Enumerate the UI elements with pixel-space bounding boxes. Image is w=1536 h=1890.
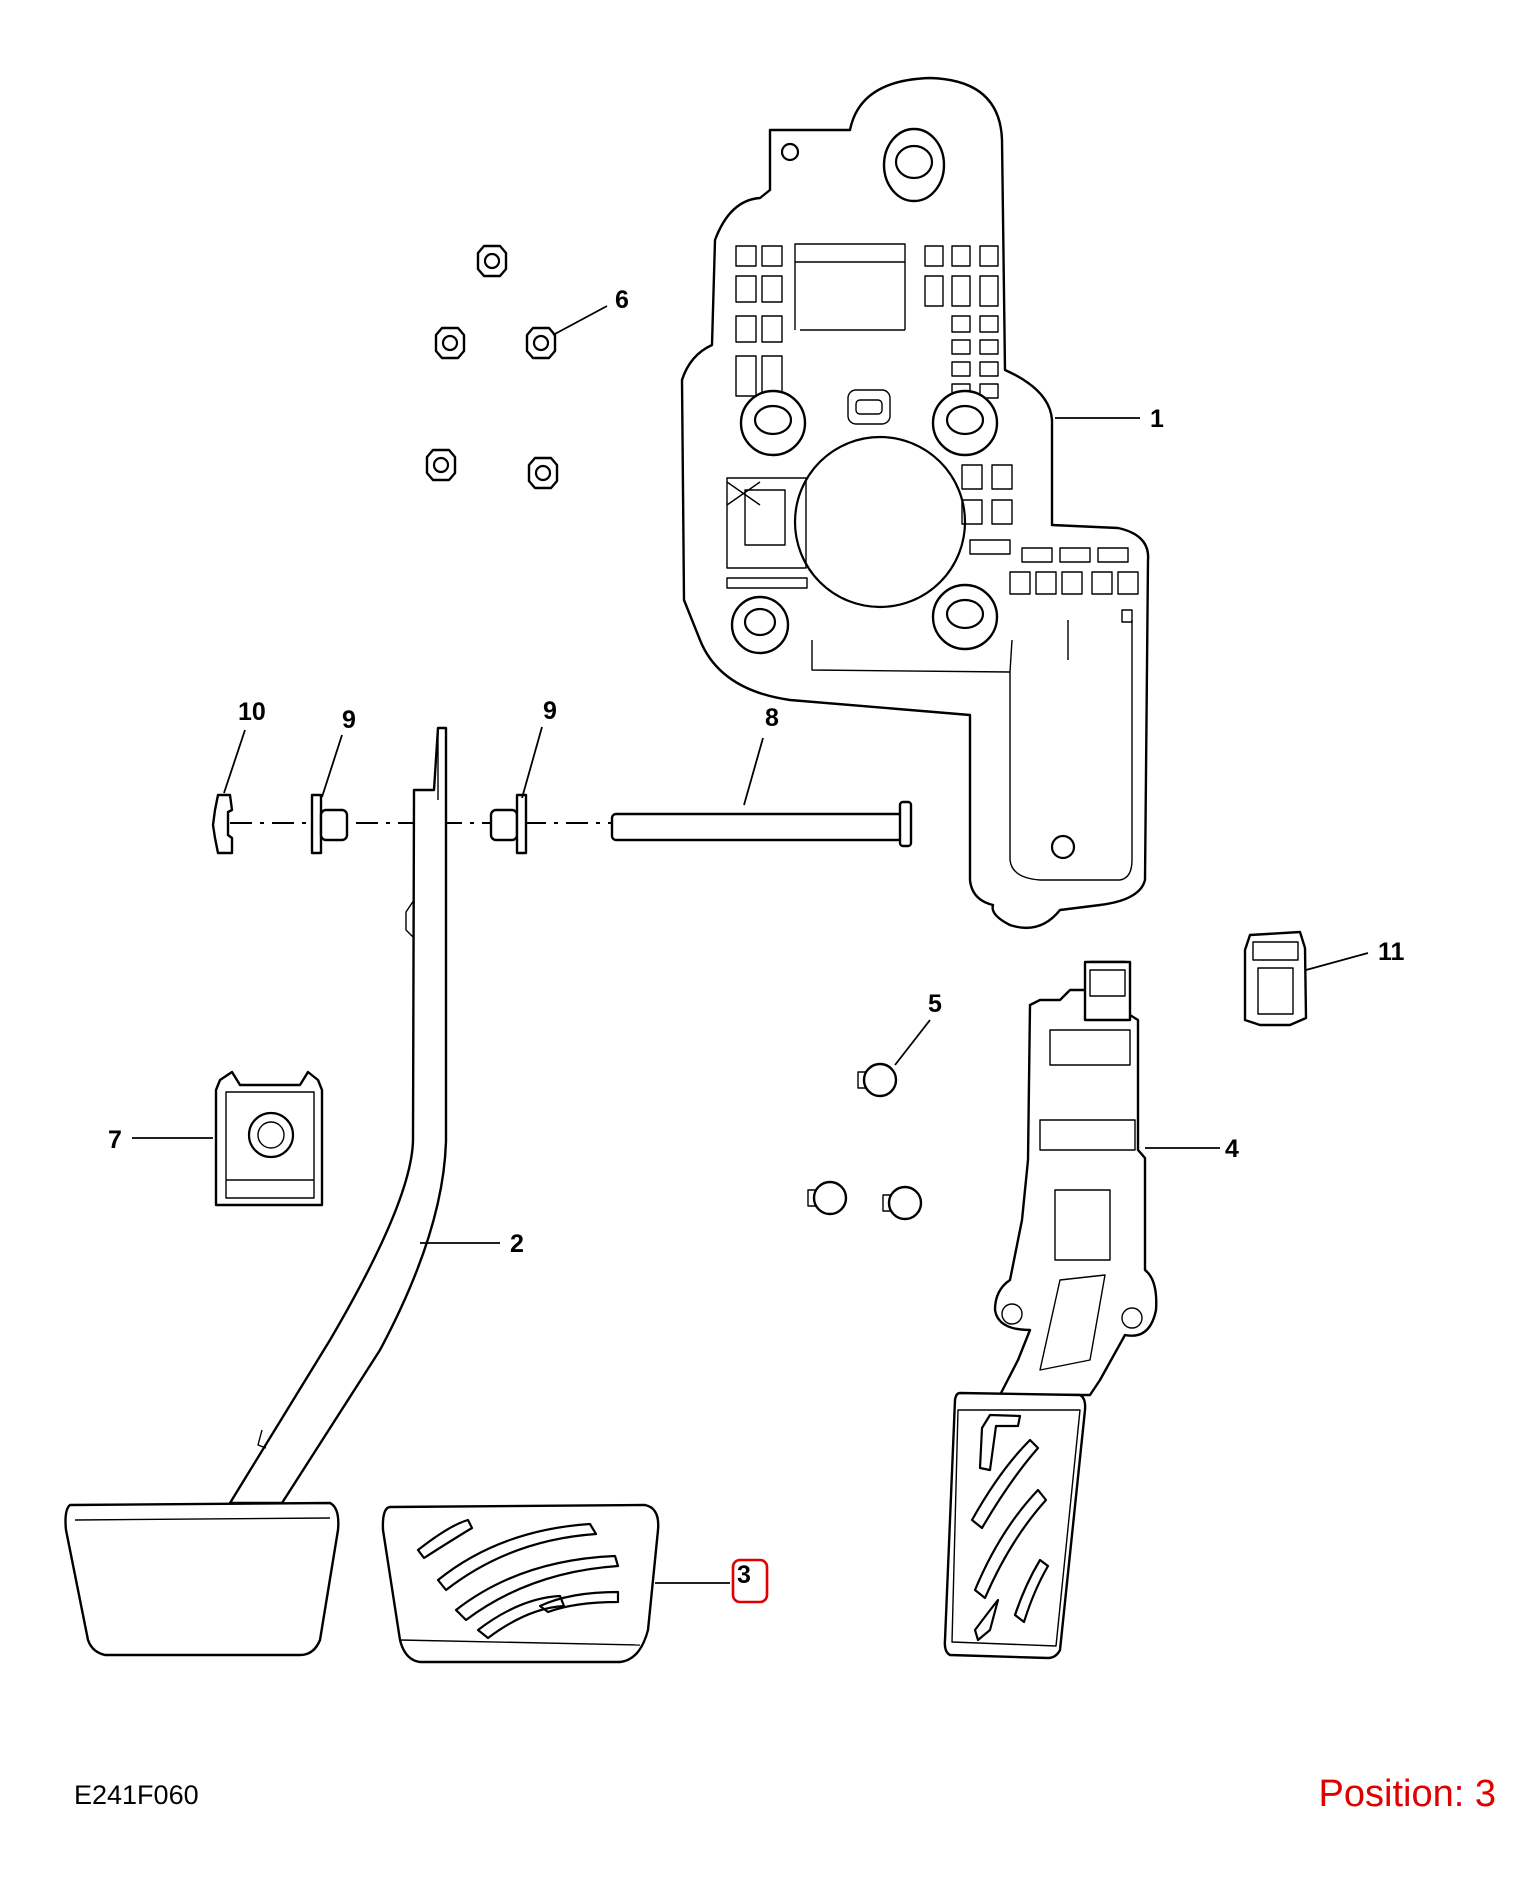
callout-4: 4 <box>1225 1135 1239 1163</box>
part-11-sensor[interactable] <box>1243 930 1308 1027</box>
callout-3: 3 <box>737 1561 751 1589</box>
callout-numbers: 1 2 3 4 5 6 7 8 9 9 10 11 <box>108 286 1405 1589</box>
position-prefix: Position: <box>1318 1773 1465 1815</box>
part-1-pedal-bracket[interactable] <box>680 76 1150 930</box>
callout-6: 6 <box>615 286 629 314</box>
part-6-nuts[interactable] <box>425 244 559 490</box>
part-7-clip-nut[interactable] <box>214 1070 324 1207</box>
callout-8: 8 <box>765 704 779 732</box>
part-9-bushing-right[interactable] <box>489 793 528 855</box>
callout-9-right: 9 <box>543 697 557 725</box>
callout-5: 5 <box>928 990 942 1018</box>
callout-10: 10 <box>238 698 266 726</box>
callout-7: 7 <box>108 1126 122 1154</box>
figure-code: E241F060 <box>74 1780 199 1810</box>
part-8-pivot-shaft[interactable] <box>610 800 913 848</box>
part-4-accelerator-pedal[interactable] <box>943 960 1158 1660</box>
callout-2: 2 <box>510 1230 524 1258</box>
callout-9-left: 9 <box>342 706 356 734</box>
part-5-bolts[interactable] <box>807 1062 923 1221</box>
part-9-bushing-left[interactable] <box>310 793 349 855</box>
position-indicator: Position: 3 <box>1319 1773 1496 1816</box>
callout-1: 1 <box>1150 405 1164 433</box>
position-value: 3 <box>1474 1773 1496 1815</box>
leader-lines <box>132 305 1369 1584</box>
callout-3-highlight <box>731 1558 769 1604</box>
part-3-pedal-pad[interactable] <box>381 1503 660 1664</box>
callout-11: 11 <box>1378 938 1405 966</box>
brake-pedal-pad[interactable] <box>64 1501 340 1657</box>
part-10-clip[interactable] <box>211 793 234 855</box>
